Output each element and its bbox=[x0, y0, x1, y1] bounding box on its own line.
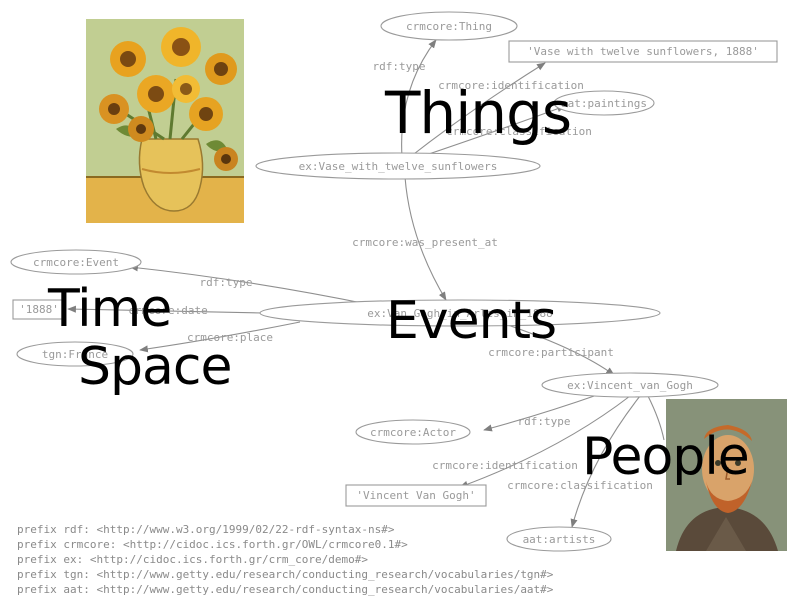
node-event[interactable]: crmcore:Event bbox=[10, 249, 142, 275]
edge-label-was-present-at: crmcore:was_present_at bbox=[352, 236, 498, 249]
edge-event-participant bbox=[507, 324, 615, 376]
big-label-people: People bbox=[582, 427, 749, 487]
node-title-literal-label: 'Vase with twelve sunflowers, 1888' bbox=[527, 45, 759, 58]
node-year-literal[interactable]: '1888' bbox=[12, 299, 66, 320]
prefix-rdf: prefix rdf: <http://www.w3.org/1999/02/2… bbox=[17, 523, 395, 536]
edge-vincent-type bbox=[483, 393, 601, 432]
edge-event-place bbox=[139, 321, 301, 353]
prefix-crmcore: prefix crmcore: <http://cidoc.ics.forth.… bbox=[17, 538, 408, 551]
node-event-label: crmcore:Event bbox=[33, 256, 119, 269]
node-title-literal[interactable]: 'Vase with twelve sunflowers, 1888' bbox=[508, 40, 778, 63]
node-vase[interactable]: ex:Vase_with_twelve_sunflowers bbox=[255, 152, 541, 180]
sunflowers-painting-image bbox=[86, 19, 244, 223]
edge-label-identification-title: crmcore:identification bbox=[438, 79, 584, 92]
node-paintings-label: aat:paintings bbox=[561, 97, 647, 110]
edge-event-date bbox=[67, 305, 263, 314]
node-year-literal-label: '1888' bbox=[19, 303, 59, 316]
node-actor[interactable]: crmcore:Actor bbox=[355, 419, 471, 445]
big-label-events: Events bbox=[386, 291, 556, 351]
big-label-time: Time bbox=[47, 279, 171, 339]
node-vincent[interactable]: ex:Vincent_van_Gogh bbox=[541, 372, 719, 398]
node-place[interactable]: tgn:France bbox=[16, 341, 134, 367]
edge-vase-classification bbox=[419, 105, 566, 158]
edge-label-classification-paintings: crmcore:classification bbox=[446, 125, 592, 138]
node-artists[interactable]: aat:artists bbox=[506, 526, 612, 552]
node-actor-label: crmcore:Actor bbox=[370, 426, 456, 439]
node-vase-label: ex:Vase_with_twelve_sunflowers bbox=[299, 160, 498, 173]
prefix-ex: prefix ex: <http://cidoc.ics.forth.gr/cr… bbox=[17, 553, 368, 566]
node-van-gogh-event[interactable]: ex:Van_Gogh_in_Arles_in_1888 bbox=[259, 299, 661, 327]
edge-label-rdf-type-thing: rdf:type bbox=[373, 60, 426, 73]
edge-label-rdf-type-event: rdf:type bbox=[200, 276, 253, 289]
node-paintings[interactable]: aat:paintings bbox=[553, 90, 655, 116]
prefix-tgn: prefix tgn: <http://www.getty.edu/resear… bbox=[17, 568, 554, 581]
node-place-label: tgn:France bbox=[42, 348, 108, 361]
edge-label-classification-artists: crmcore:classification bbox=[507, 479, 653, 492]
van-gogh-portrait-image bbox=[666, 399, 787, 551]
prefix-list: prefix rdf: <http://www.w3.org/1999/02/2… bbox=[17, 523, 554, 596]
node-thing[interactable]: crmcore:Thing bbox=[380, 11, 518, 41]
edge-label-date: crmcore:date bbox=[128, 304, 207, 317]
edge-label-participant: crmcore:participant bbox=[488, 346, 614, 359]
big-label-space: Space bbox=[78, 337, 231, 397]
node-van-gogh-event-label: ex:Van_Gogh_in_Arles_in_1888 bbox=[367, 307, 552, 320]
edge-label-rdf-type-actor: rdf:type bbox=[518, 415, 571, 428]
edge-vase-was-present-at bbox=[404, 176, 447, 301]
edge-label-identification-name: crmcore:identification bbox=[432, 459, 578, 472]
edge-vincent-identification bbox=[459, 395, 631, 488]
edge-vincent-classification bbox=[570, 395, 641, 528]
prefix-aat: prefix aat: <http://www.getty.edu/resear… bbox=[17, 583, 554, 596]
edge-vase-type-thing bbox=[401, 39, 437, 158]
edge-event-type bbox=[129, 264, 373, 306]
edge-vase-identification bbox=[409, 62, 546, 158]
edge-label-place: crmcore:place bbox=[187, 331, 273, 344]
node-thing-label: crmcore:Thing bbox=[406, 20, 492, 33]
big-label-things: Things bbox=[384, 79, 571, 147]
node-artists-label: aat:artists bbox=[523, 533, 596, 546]
node-vincent-label: ex:Vincent_van_Gogh bbox=[567, 379, 693, 392]
node-name-literal[interactable]: 'Vincent Van Gogh' bbox=[345, 484, 487, 507]
node-name-literal-label: 'Vincent Van Gogh' bbox=[356, 489, 475, 502]
edge-vincent-extra bbox=[647, 395, 665, 441]
